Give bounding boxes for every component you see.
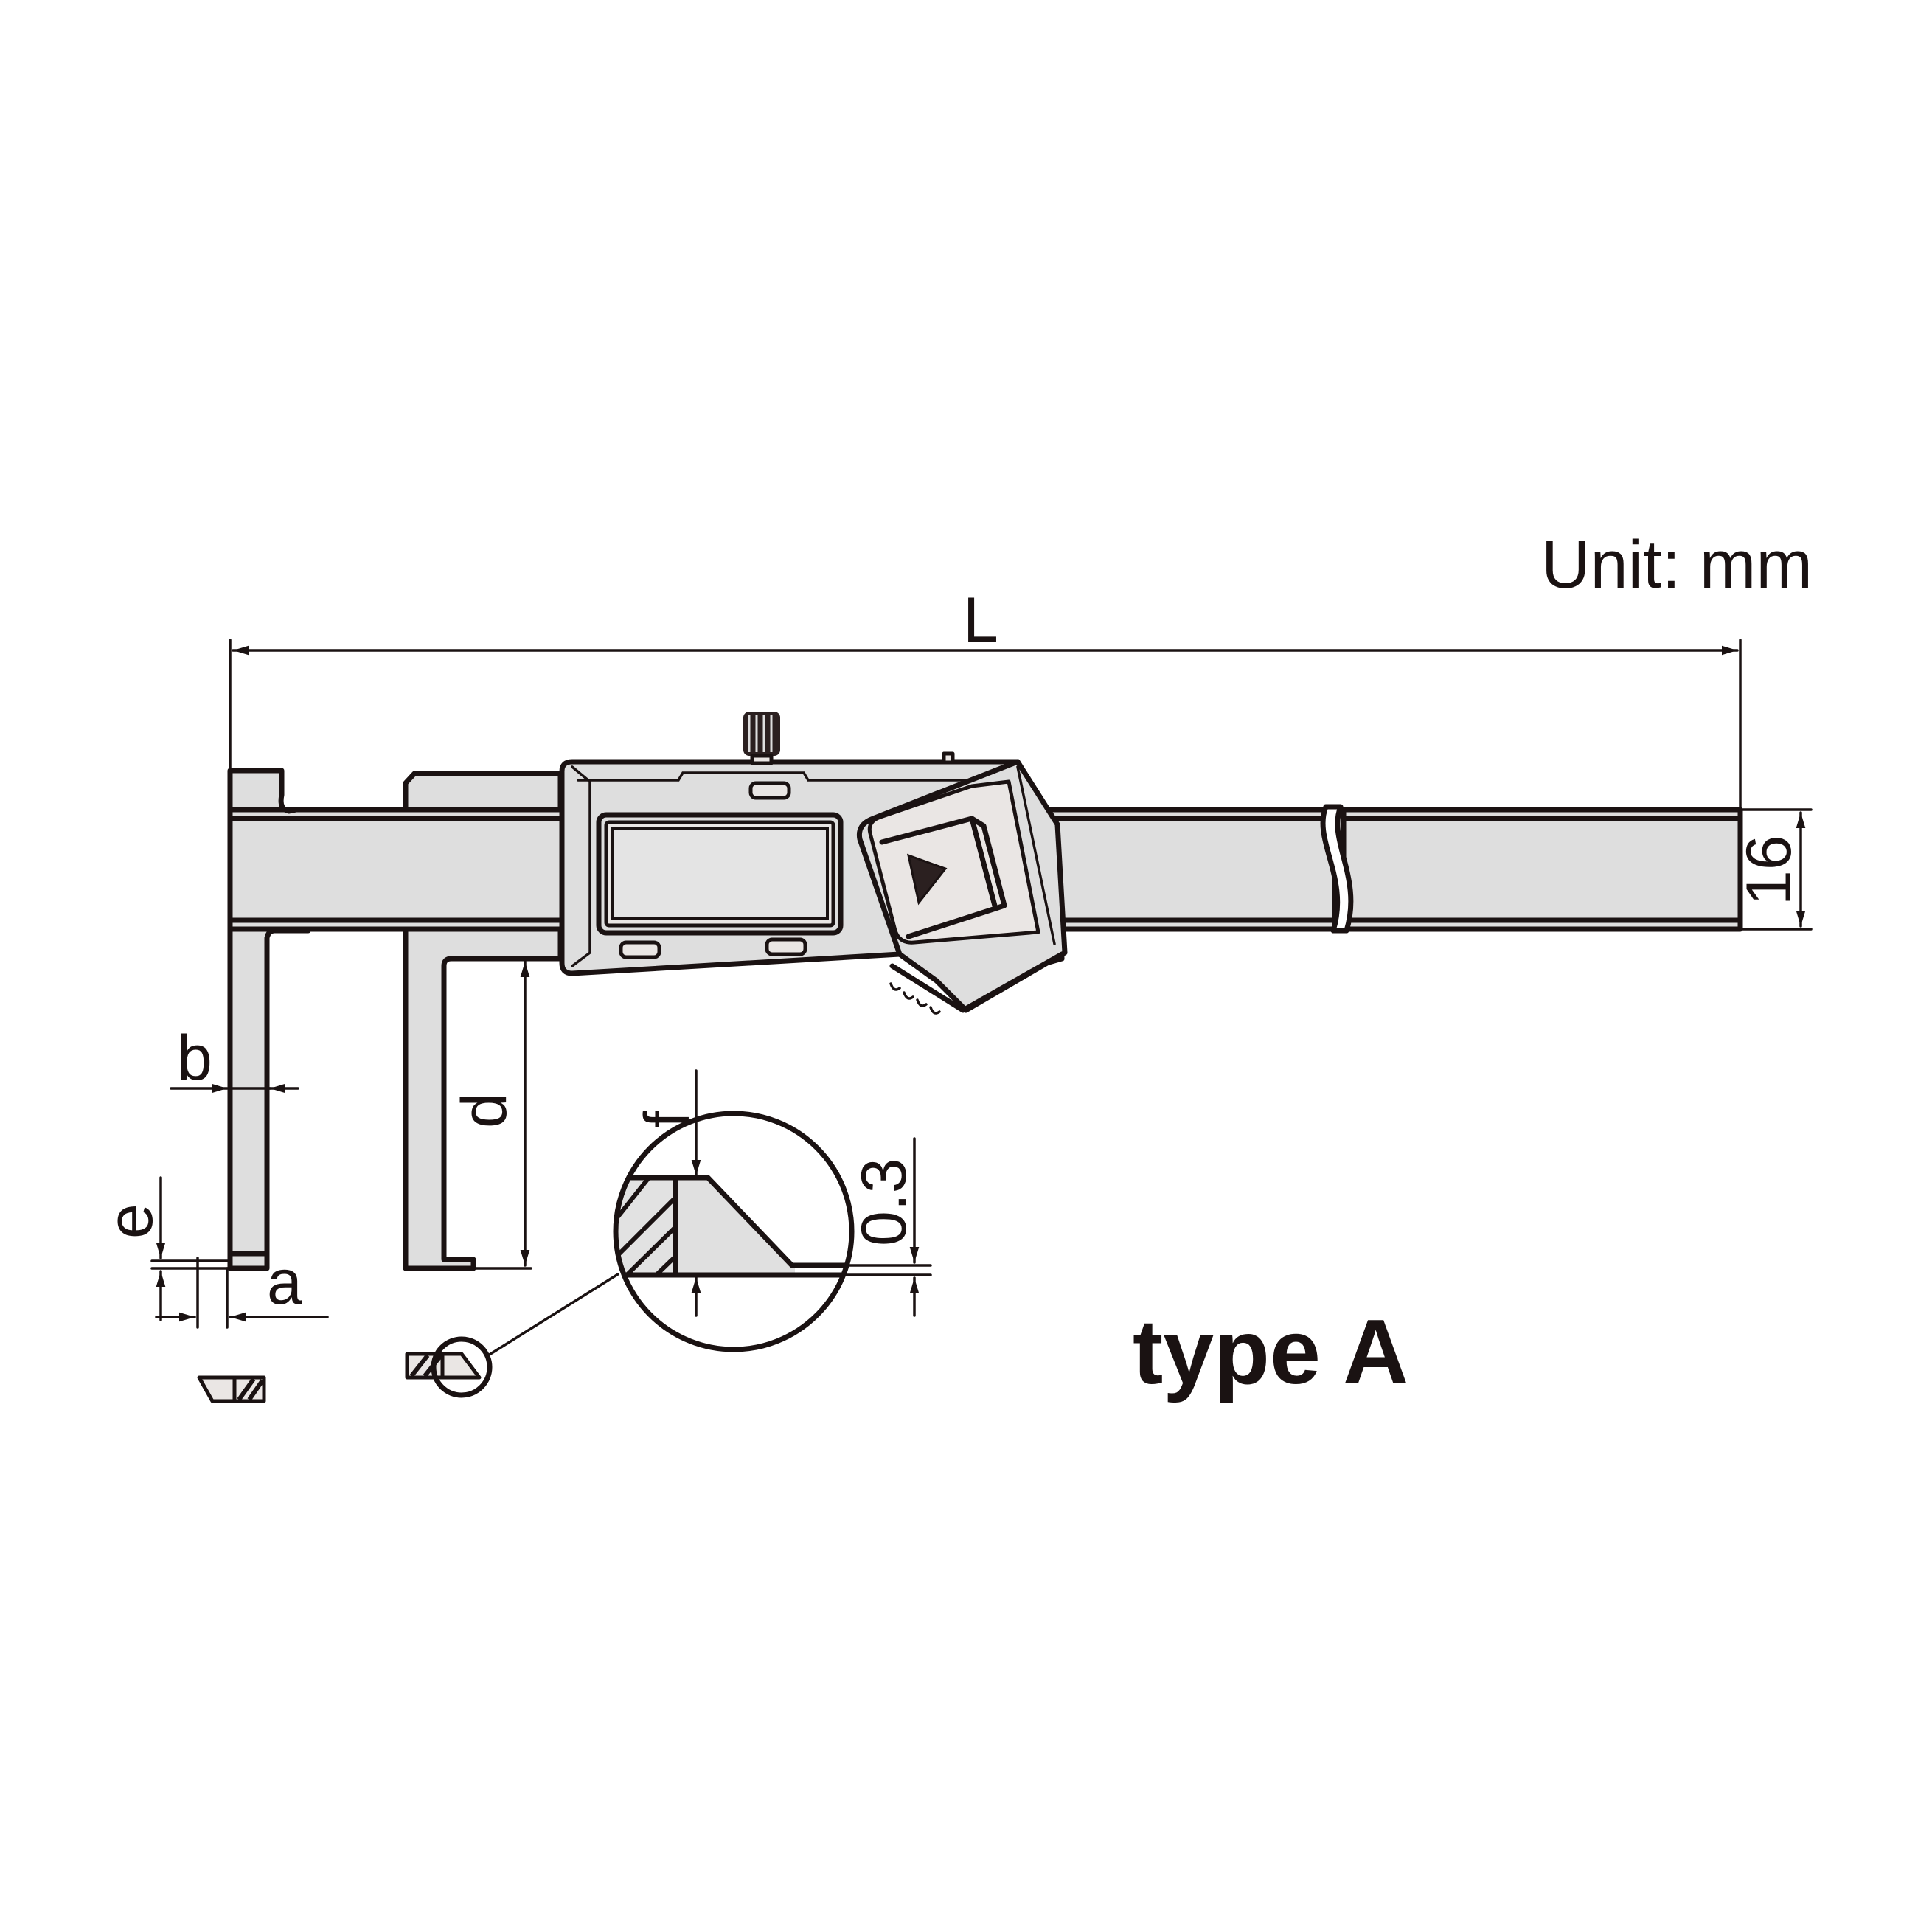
height-label: 16 xyxy=(1734,835,1804,906)
thumb-wheel-icon[interactable] xyxy=(743,712,780,765)
detail-marker-circle xyxy=(431,1336,493,1398)
b-label: b xyxy=(177,1023,212,1094)
lcd-display xyxy=(596,812,844,936)
height-dimension: 16 xyxy=(1734,808,1813,931)
d-dimension: d xyxy=(449,960,532,1270)
section-view-left xyxy=(197,1375,266,1403)
leader-line xyxy=(487,1273,619,1357)
length-label: L xyxy=(963,585,998,656)
a-label: a xyxy=(267,1247,302,1318)
break-symbol xyxy=(1320,804,1354,934)
b-dimension: b xyxy=(170,1023,299,1094)
button-housing xyxy=(856,759,1068,1015)
e-label: e xyxy=(95,1203,166,1239)
type-title: type A xyxy=(1133,1302,1408,1403)
offset-label: 0.3 xyxy=(849,1158,920,1246)
bottom-slot-right xyxy=(765,937,807,956)
sliding-jaw xyxy=(403,771,563,1271)
caliper-beam xyxy=(227,804,1743,934)
triangle-play-button-icon[interactable] xyxy=(906,853,948,906)
bottom-slot-left xyxy=(619,940,661,959)
top-slot xyxy=(748,781,791,800)
unit-label: Unit: mm xyxy=(1541,527,1813,602)
fixed-jaw xyxy=(227,768,311,1271)
data-port xyxy=(942,751,955,765)
d-label: d xyxy=(449,1093,520,1128)
section-view-right xyxy=(405,1273,619,1398)
detail-view: f 0.3 xyxy=(613,1069,932,1352)
f-label: f xyxy=(632,1110,703,1128)
length-dimension: L xyxy=(229,585,1742,931)
e-a-dimensions: e a xyxy=(95,1176,329,1329)
grip-teeth xyxy=(889,982,941,1015)
